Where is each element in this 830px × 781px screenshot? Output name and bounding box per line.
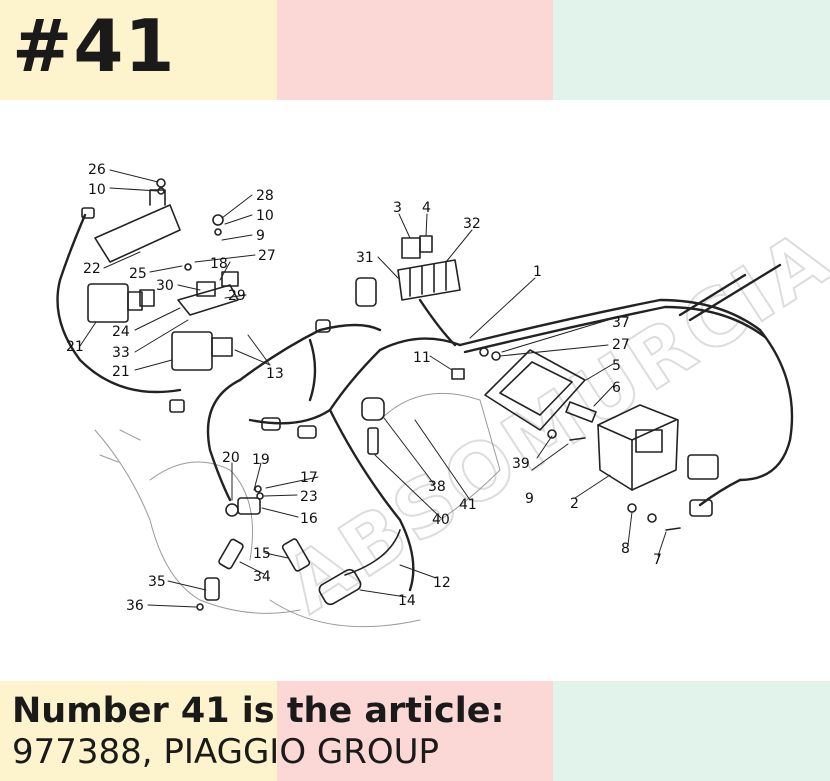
callout-29: 29 — [228, 288, 246, 304]
connector-31 — [355, 277, 377, 307]
relay-3 — [401, 237, 421, 259]
callout-40: 40 — [432, 512, 450, 528]
callout-26: 26 — [88, 162, 106, 178]
callout-6: 6 — [612, 380, 621, 396]
callout-7: 7 — [653, 552, 662, 568]
callout-12: 12 — [433, 575, 451, 591]
callout-35: 35 — [148, 574, 166, 590]
callout-39: 39 — [512, 456, 530, 472]
cap-38 — [361, 397, 385, 421]
callout-9: 9 — [256, 228, 265, 244]
caption-band-pink — [277, 681, 553, 781]
callout-4: 4 — [422, 200, 431, 216]
part-number-badge: #41 — [12, 4, 176, 88]
injector-34 — [204, 538, 244, 601]
caption-band — [0, 681, 830, 781]
callout-10: 10 — [88, 182, 106, 198]
callout-9b: 9 — [525, 491, 534, 507]
callout-18: 18 — [210, 256, 228, 272]
callout-3: 3 — [393, 200, 402, 216]
callout-31: 31 — [356, 250, 374, 266]
spark-plug-cap-14 — [318, 529, 401, 606]
leader-lines — [79, 169, 667, 608]
callout-10b: 10 — [256, 208, 274, 224]
callout-20: 20 — [222, 450, 240, 466]
callout-23: 23 — [300, 489, 318, 505]
callout-21a: 21 — [66, 339, 84, 355]
wiring-harness — [56, 213, 794, 592]
header-band — [0, 0, 830, 100]
callout-2: 2 — [570, 496, 579, 512]
header-band-green — [553, 0, 830, 100]
ecu-2 — [597, 404, 679, 491]
caption-article-info: 977388, PIAGGIO GROUP — [12, 732, 440, 772]
callout-1: 1 — [533, 264, 542, 280]
exploded-parts-diagram: ABSOMURCIA — [56, 162, 830, 632]
callout-25: 25 — [129, 266, 147, 282]
callout-27: 27 — [258, 248, 276, 264]
callout-32: 32 — [463, 216, 481, 232]
callout-19: 19 — [252, 452, 270, 468]
callout-5: 5 — [612, 358, 621, 374]
relay-4 — [419, 235, 433, 253]
callout-21b: 21 — [112, 364, 130, 380]
engine-outline — [94, 392, 501, 628]
caption-band-yellow — [0, 681, 277, 781]
callout-16: 16 — [300, 511, 318, 527]
callout-11: 11 — [413, 350, 431, 366]
callout-17: 17 — [300, 470, 318, 486]
fuse-box-32 — [397, 259, 461, 301]
callout-41: 41 — [459, 497, 477, 513]
callout-33: 33 — [112, 345, 130, 361]
connector-right — [687, 454, 719, 517]
callout-22: 22 — [83, 261, 101, 277]
callout-15: 15 — [253, 546, 271, 562]
ignition-coil-21a — [87, 283, 155, 323]
caption-band-green — [553, 681, 830, 781]
callout-30: 30 — [156, 278, 174, 294]
callout-8: 8 — [621, 541, 630, 557]
gasket-5 — [484, 349, 586, 431]
callout-24: 24 — [112, 324, 130, 340]
callout-14: 14 — [398, 593, 416, 609]
caption-headline: Number 41 is the article: — [12, 691, 505, 731]
header-band-pink — [277, 0, 553, 100]
callout-13: 13 — [266, 366, 284, 382]
small-hardware — [81, 178, 681, 611]
callout-36: 36 — [126, 598, 144, 614]
header-band-yellow — [0, 0, 277, 100]
sensor-16 — [237, 497, 261, 515]
ignition-coil-21b — [171, 331, 233, 371]
callout-34: 34 — [253, 569, 271, 585]
callout-37: 37 — [612, 315, 630, 331]
callout-27b: 27 — [612, 337, 630, 353]
callout-38: 38 — [428, 479, 446, 495]
callout-28: 28 — [256, 188, 274, 204]
spacer-6 — [565, 401, 597, 423]
mounting-bracket-22 — [94, 189, 181, 263]
spark-plug-40 — [367, 427, 379, 455]
sensor-15 — [281, 538, 311, 572]
callout-labels: 26 10 28 10 9 27 22 25 18 30 29 24 33 21… — [66, 162, 662, 614]
